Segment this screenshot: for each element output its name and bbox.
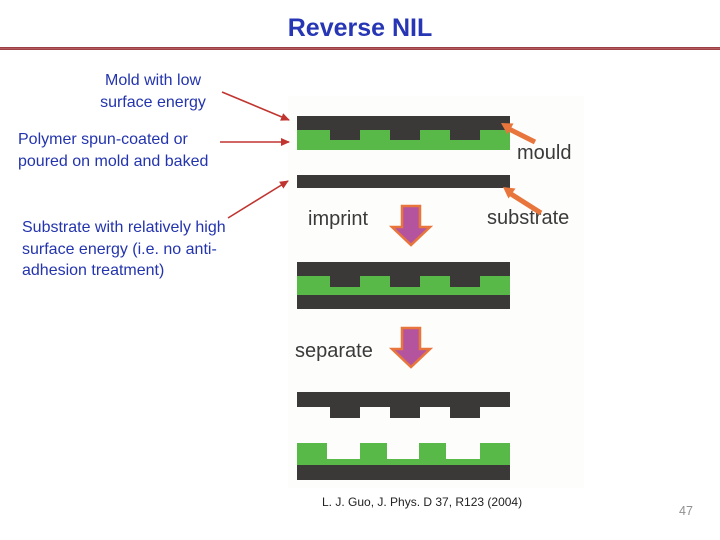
substrate-label: substrate [487,207,570,229]
mold-body-bar [297,116,510,130]
mold-tooth [330,276,360,287]
callout-arrow-substrate [227,180,289,219]
mold-teeth-row [297,407,510,418]
callout-line: surface energy (i.e. no anti- [22,240,217,258]
polymer-bump [297,443,327,459]
mold-tooth [330,130,360,140]
mold-teeth-in-polymer-row [297,130,510,140]
callout-line: Polymer spun-coated or [18,131,188,148]
callout-line: Substrate with relatively high [22,219,226,236]
callout-polymer-spun-coated: Polymer spun-coated or poured on mold an… [18,129,258,172]
mold-teeth-in-polymer-row [297,276,510,287]
mold-tooth [330,407,360,418]
transferred-polymer-pattern-row [297,443,510,459]
mold-tooth [450,407,480,418]
polymer-bump [360,443,387,459]
mold-body-bar [297,262,510,276]
callout-mold-low-surface-energy: Mold with low surface energy [78,70,228,113]
page-title: Reverse NIL [287,14,433,42]
substrate-bar [297,465,510,480]
header-divider [0,47,720,50]
mold-tooth [450,276,480,287]
mold-tooth [390,407,420,418]
mould-label: mould [517,142,572,164]
substrate-bar [297,175,510,188]
mold-tooth [450,130,480,140]
citation: L. J. Guo, J. Phys. D 37, R123 (2004) [322,495,523,509]
callout-line: Mold with low [104,72,202,89]
imprint-label: imprint [308,208,369,230]
page-number: 47 [679,504,693,518]
substrate-bar [297,295,510,309]
polymer-bump [419,443,446,459]
mold-body-bar [297,392,510,407]
polymer-layer [297,287,510,295]
callout-line: surface energy [100,93,206,111]
polymer-layer [297,140,510,150]
mold-tooth [390,276,420,287]
separate-label: separate [295,340,373,362]
polymer-bump [480,443,510,459]
callout-arrow-mold [221,91,290,121]
process-figure: mould imprint substrate separate [288,96,584,488]
polymer-residual-layer [297,459,510,465]
mold-tooth [390,130,420,140]
callout-line: adhesion treatment) [22,262,165,279]
callout-substrate-high-surface-energy: Substrate with relatively high surface e… [22,217,262,282]
callout-line: poured on mold and baked [18,152,209,170]
